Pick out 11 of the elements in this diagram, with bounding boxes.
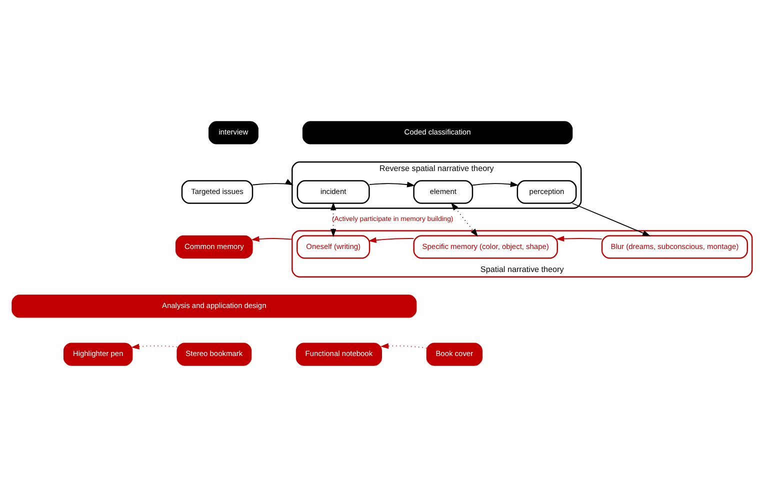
arrow (572, 202, 651, 236)
arrow (131, 343, 178, 349)
arrow (368, 181, 416, 187)
arrow (450, 202, 478, 236)
arrow (368, 236, 414, 242)
arrow (252, 178, 294, 186)
arrow (380, 342, 428, 348)
arrow (330, 202, 336, 237)
arrow (556, 235, 602, 242)
arrow (472, 181, 519, 187)
arrow (251, 236, 293, 242)
